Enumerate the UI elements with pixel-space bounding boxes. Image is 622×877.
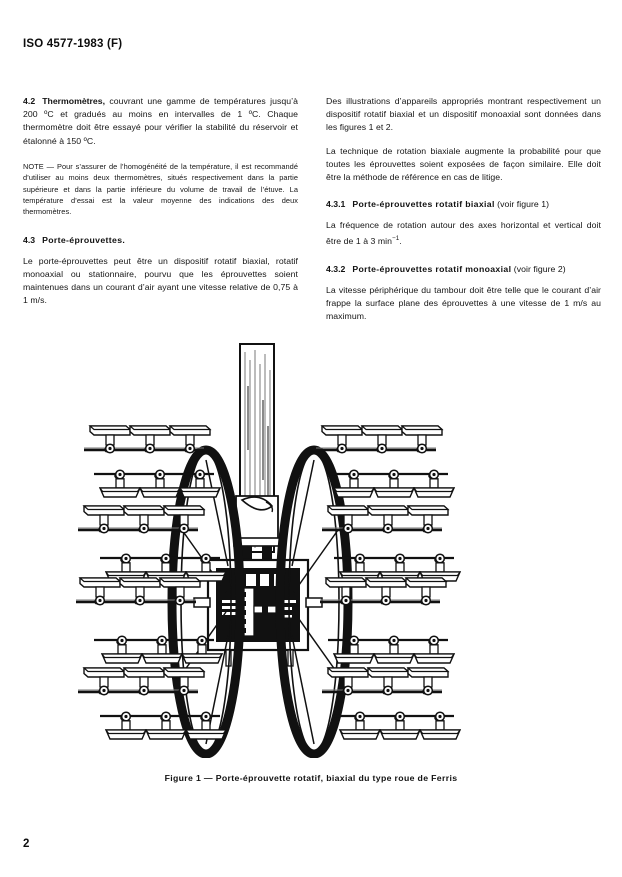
clause-4-2-body: couvrant une gamme de températures jusqu… [23,96,298,146]
right-text-column: Des illustrations d’appareils appropriés… [326,95,601,333]
specimen-rail [78,667,205,696]
specimen-rail [78,505,205,534]
right-paragraph-2: La technique de rotation biaxiale augmen… [326,145,601,183]
clause-4-3-1-number: 4.3.1 [326,199,346,210]
specimen-rail [328,469,455,498]
specimen-rail [334,553,461,582]
clause-4-3-title: Porte-éprouvettes. [42,234,126,245]
clause-4-3-1-exponent: −1 [392,235,400,243]
clause-4-3-2-body: La vitesse périphérique du tambour doit … [326,284,601,321]
clause-4-3-1-figure-reference: (voir figure 1) [494,199,550,210]
clause-4-2-paragraph: 4.2 Thermomètres, couvrant une gamme de t… [23,95,298,148]
specimen-rail [100,711,227,740]
clause-4-3-2-number: 4.3.2 [326,263,346,274]
clause-4-3-1-heading: 4.3.1 Porte-éprouvettes rotatif biaxial (… [326,198,601,210]
document-header-standard-reference: ISO 4577-1983 (F) [23,38,123,50]
specimen-rail [322,667,449,696]
clause-4-3-2-heading: 4.3.2 Porte-éprouvettes rotatif monoaxial… [326,263,601,275]
figure-1-block: Figure 1 — Porte-éprouvette rotatif, bia… [0,330,622,785]
left-text-column: 4.2 Thermomètres, couvrant une gamme de t… [23,95,298,333]
specimen-rail [94,469,221,498]
specimen-rail [84,425,211,454]
clause-4-3-1-body-text: La fréquence de rotation autour des axes… [326,220,601,247]
specimen-rail [322,505,449,534]
clause-4-3-number: 4.3 [23,234,36,245]
specimen-rail [94,635,223,664]
specimen-rail [320,577,447,606]
clause-4-3-1-title: Porte-éprouvettes rotatif biaxial [352,199,495,210]
right-paragraph-1: Des illustrations d’appareils appropriés… [326,96,601,133]
note-paragraph: NOTE — Pour s’assurer de l’homogénéité d… [23,161,298,217]
page-number: 2 [23,838,30,850]
vertical-drive-shaft [233,343,281,560]
figure-1-caption: Figure 1 — Porte-éprouvette rotatif, bia… [164,773,458,783]
specimen-rail [100,553,227,582]
two-column-body: 4.2 Thermomètres, couvrant une gamme de t… [23,95,601,333]
clause-4-3-1-body: La fréquence de rotation autour des axes… [326,219,601,248]
clause-4-3-body: Le porte-éprouvettes peut être un dispos… [23,255,298,306]
specimen-rail [328,635,455,664]
clause-4-3-1-body-end: . [399,236,402,247]
specimen-rail-group-left [76,425,227,740]
clause-4-2-title: Thermomètres, [42,96,105,106]
clause-4-3-2-figure-reference: (voir figure 2) [511,263,566,274]
clause-4-2-number: 4.2 [23,96,36,106]
specimen-rail [316,425,443,454]
ferris-wheel-biaxial-specimen-holder-diagram [76,343,461,758]
specimen-rail [334,711,461,740]
specimen-rail [76,577,201,606]
specimen-rail-group-right [316,425,461,740]
clause-4-3-heading: 4.3 Porte-éprouvettes. [23,234,298,246]
clause-4-3-2-title: Porte-éprouvettes rotatif monoaxial [352,263,512,274]
